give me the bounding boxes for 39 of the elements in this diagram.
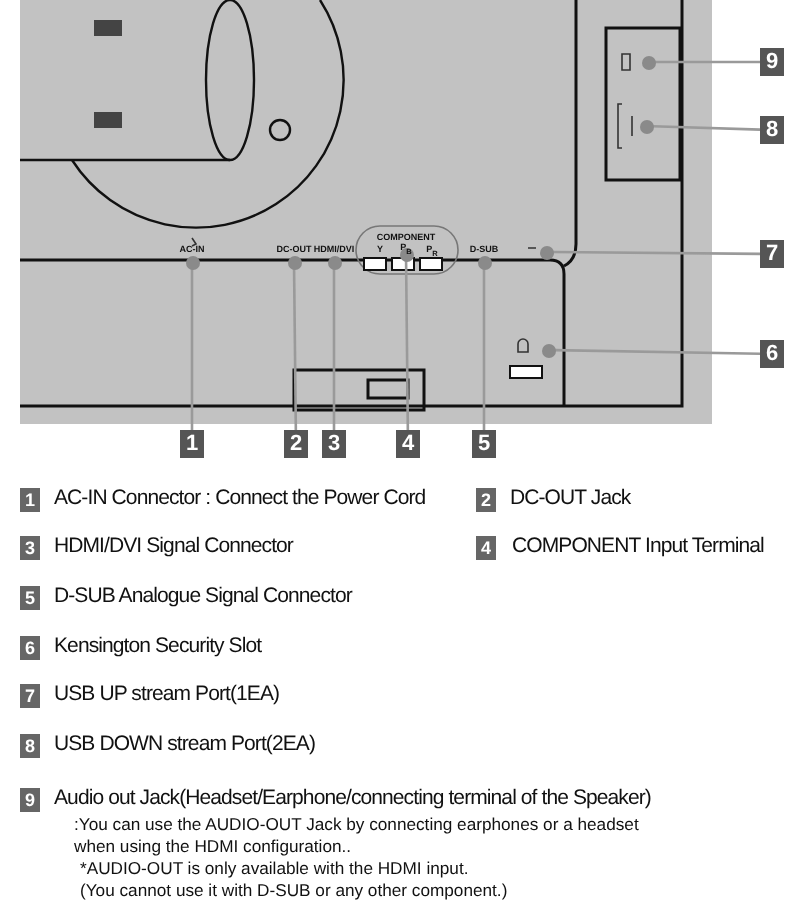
note-text: (You cannot use it with D-SUB or any other component.) (80, 880, 510, 902)
callout-number: 9 (760, 48, 784, 76)
item-description: Kensington Security Slot (54, 634, 262, 660)
leader-line (292, 269, 298, 430)
item-description: USB DOWN stream Port(2EA) (54, 732, 316, 758)
number-badge: 8 (20, 734, 40, 758)
number-badge: 2 (476, 488, 496, 512)
leader-line (482, 269, 486, 430)
callout-number: 5 (472, 430, 496, 458)
number-badge: 7 (20, 684, 40, 708)
leader-line (332, 269, 336, 430)
number-badge: 3 (20, 536, 40, 560)
leader-line (404, 261, 410, 430)
callout-number: 6 (760, 340, 784, 368)
item-description: HDMI/DVI Signal Connector (54, 534, 293, 560)
item-description: DC-OUT Jack (510, 486, 631, 512)
callout-number: 1 (180, 430, 204, 458)
callout-number: 3 (322, 430, 346, 458)
item-description: USB UP stream Port(1EA) (54, 682, 280, 708)
number-badge: 4 (476, 536, 496, 560)
leader-line (190, 269, 194, 430)
item-description: AC-IN Connector : Connect the Power Cord (54, 486, 426, 512)
note-text: *AUDIO-OUT is only available with the HDMI input. (80, 858, 471, 880)
item-description: Audio out Jack(Headset/Earphone/connecting terminal of the Speaker) (54, 786, 651, 812)
callout-number: 8 (760, 116, 784, 144)
callout-number: 7 (760, 240, 784, 268)
callout-number: 4 (396, 430, 420, 458)
leader-line (554, 348, 761, 356)
number-badge: 6 (20, 636, 40, 660)
item-description: COMPONENT Input Terminal (512, 534, 764, 560)
callout-number: 2 (284, 430, 308, 458)
leader-line (652, 124, 761, 131)
note-text: :You can use the AUDIO-OUT Jack by connecting earphones or a headset when using the HDMI configuration.. (74, 814, 641, 857)
item-description: D-SUB Analogue Signal Connector (54, 584, 352, 610)
number-badge: 5 (20, 586, 40, 610)
number-badge: 9 (20, 788, 40, 812)
number-badge: 1 (20, 488, 40, 512)
leader-line (553, 250, 760, 256)
leader-line (655, 60, 760, 64)
